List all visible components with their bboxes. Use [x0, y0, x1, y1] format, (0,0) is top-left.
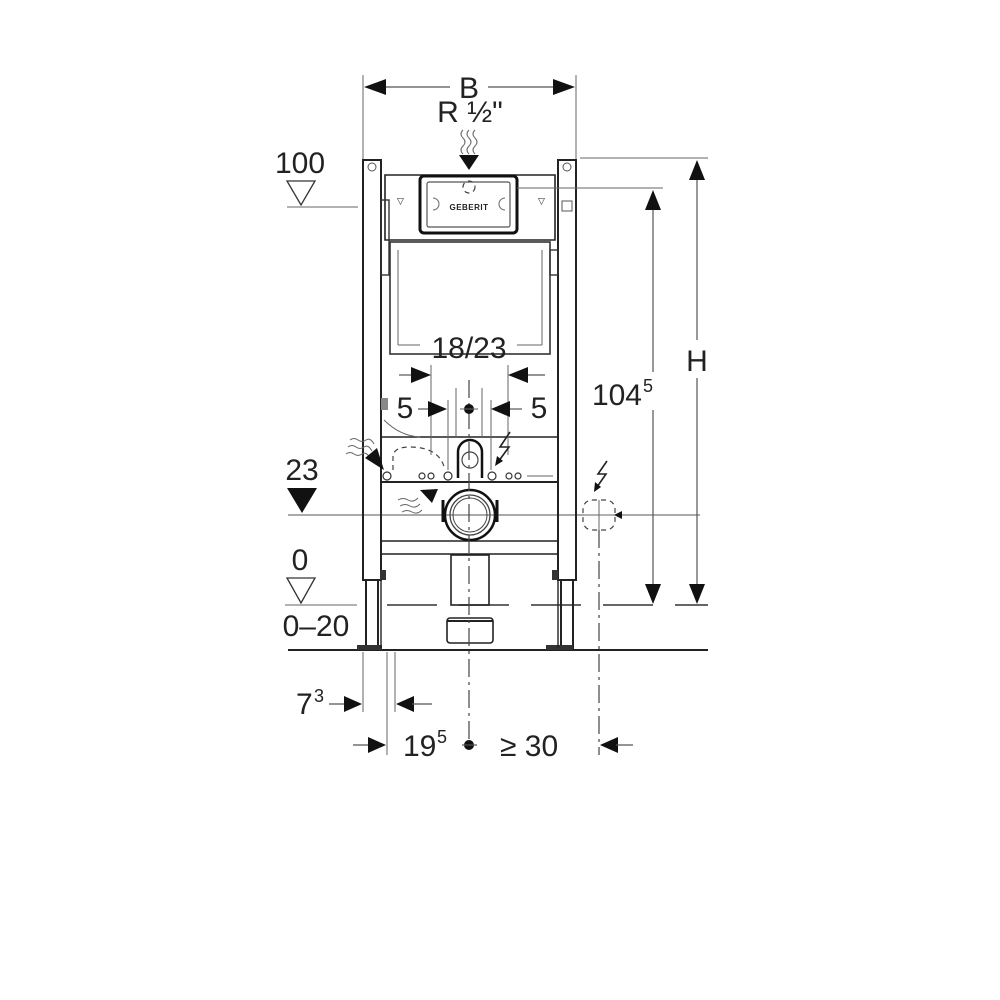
dimension-18-23: 18/23	[399, 332, 545, 455]
dimension-b: B	[362, 72, 577, 160]
bolt-holes	[382, 471, 522, 481]
installation-frame: GEBERIT ▽ ▽	[357, 159, 660, 650]
label-b: B	[459, 72, 479, 105]
label-7-sup: 3	[314, 686, 324, 706]
brand-mark: GEBERIT	[449, 203, 488, 212]
level-100: 100	[275, 147, 358, 208]
label-0-20: 0–20	[283, 610, 350, 643]
label-23: 23	[285, 454, 318, 487]
dimension-19-5-and-30: 19 5 ≥ 30	[353, 727, 633, 763]
label-5-left: 5	[397, 392, 414, 425]
label-18-23: 18/23	[431, 332, 506, 365]
label-0: 0	[292, 544, 309, 577]
label-104-sup: 5	[643, 376, 653, 396]
dimension-h: H	[580, 157, 708, 604]
wavy-water-icon	[397, 489, 438, 514]
dimension-5-5: 5 5	[397, 388, 548, 470]
inlet-arrow-icon	[459, 155, 479, 170]
dimension-7-3: 7 3	[296, 652, 432, 755]
wavy-water-icon	[345, 438, 384, 470]
label-19-sup: 5	[437, 727, 447, 747]
filled-triangle-icon	[287, 488, 317, 513]
label-7-base: 7	[296, 688, 313, 721]
level-mark-right: ▽	[538, 196, 545, 206]
lightning-icon	[495, 431, 511, 466]
open-triangle-icon	[285, 180, 317, 207]
label-100: 100	[275, 147, 325, 180]
level-mark-left: ▽	[397, 196, 404, 206]
label-h: H	[686, 345, 708, 378]
level-0: 0 0–20	[283, 544, 357, 643]
label-5-right: 5	[531, 392, 548, 425]
label-104-base: 104	[592, 379, 642, 412]
label-ge-30: ≥ 30	[500, 730, 558, 763]
label-19-base: 19	[403, 730, 436, 763]
water-inlet: R ½"	[437, 96, 503, 170]
dimension-104-5: 104 5	[580, 187, 663, 604]
electrical-outlet	[582, 460, 622, 755]
wavy-water-icon	[460, 129, 478, 155]
label-water-supply: R ½"	[437, 96, 503, 129]
open-triangle-icon	[285, 577, 317, 605]
